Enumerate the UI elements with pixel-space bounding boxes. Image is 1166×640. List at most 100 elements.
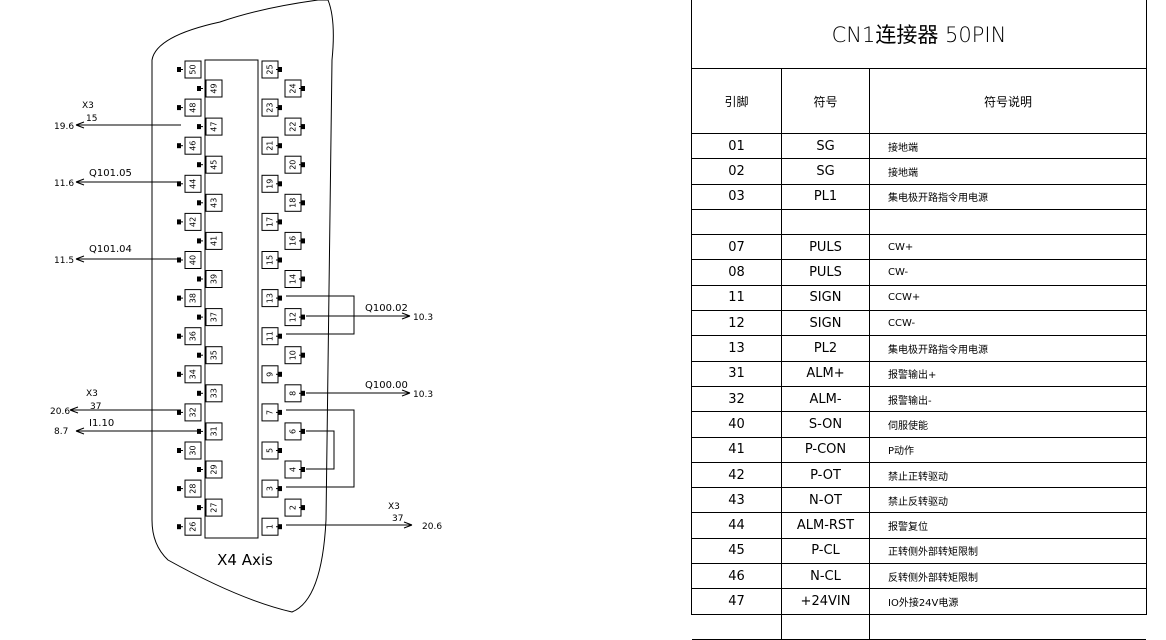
- pin-right-4: 17: [261, 212, 279, 231]
- row-symbol: +24VIN: [781, 588, 870, 615]
- connector-body: [204, 59, 259, 539]
- pin-left-0-label: 50: [189, 64, 198, 74]
- row-symbol: ALM-: [781, 386, 870, 413]
- pin-left-5-label: 40: [189, 255, 198, 265]
- row-pin: 32: [692, 386, 782, 413]
- pin-right-inner-0-label: 24: [289, 83, 298, 93]
- row-description: 接地端: [869, 158, 1146, 185]
- row-pin: 08: [692, 259, 782, 286]
- row-description: 正转侧外部转矩限制: [869, 538, 1146, 565]
- pin-left-inner-3: 43: [205, 193, 223, 212]
- pin-left-9: 32: [184, 403, 202, 422]
- pin-left-10-label: 30: [189, 445, 198, 455]
- row-symbol: N-OT: [781, 487, 870, 514]
- pin-right-12-label: 1: [266, 524, 275, 529]
- pin-right-4-label: 17: [266, 217, 275, 227]
- pin-left-7-label: 36: [189, 331, 198, 341]
- row-pin: 02: [692, 158, 782, 185]
- pin-right-11: 3: [261, 479, 279, 498]
- wire-x3-37-left-name: X3: [86, 389, 98, 399]
- connector-shell: [151, 0, 334, 613]
- row-description: [869, 614, 1146, 640]
- pin-left-inner-2: 45: [205, 155, 223, 174]
- pin-right-6-label: 13: [266, 293, 275, 303]
- pin-left-inner-5-label: 39: [210, 274, 219, 284]
- pin-left-6: 38: [184, 289, 202, 308]
- wire-q101-05-name: Q101.05: [89, 168, 132, 179]
- pin-right-inner-10-label: 4: [289, 467, 298, 472]
- pin-left-1-label: 48: [189, 103, 198, 113]
- pin-left-11-label: 28: [189, 484, 198, 494]
- wire-x3-37-right-name: X3: [388, 502, 400, 512]
- pin-left-inner-8: 33: [205, 384, 223, 403]
- wire-q101-05-ref: 11.6: [54, 179, 74, 189]
- wire-x3-15-name: X3: [82, 101, 94, 111]
- row-pin: 11: [692, 285, 782, 312]
- wire-q100-00-ref: 10.3: [413, 390, 433, 400]
- pin-right-inner-7-label: 10: [289, 350, 298, 360]
- pin-right-inner-2-label: 20: [289, 160, 298, 170]
- pin-right-inner-6-label: 12: [289, 312, 298, 322]
- table-row: [692, 614, 1146, 640]
- wire-x3-37-left-ref: 20.6: [50, 407, 70, 417]
- pin-right-8: 9: [261, 365, 279, 384]
- row-pin: 42: [692, 462, 782, 489]
- row-pin: 41: [692, 437, 782, 463]
- pin-left-inner-4: 41: [205, 231, 223, 250]
- pin-left-5: 40: [184, 251, 202, 269]
- pin-right-inner-8: 8: [284, 384, 302, 403]
- row-pin: 46: [692, 563, 782, 590]
- pin-table-header-row: 引脚 符号 符号说明: [692, 69, 1146, 134]
- wire-q101-05: Q101.05 11.6: [54, 168, 181, 189]
- row-symbol: P-CON: [781, 437, 870, 463]
- row-symbol: PULS: [781, 259, 870, 286]
- pin-right-inner-0: 24: [284, 79, 302, 98]
- row-description: 集电极开路指令用电源: [869, 335, 1146, 362]
- row-pin: [692, 614, 782, 640]
- pin-right-inner-7: 10: [284, 346, 302, 365]
- wire-q101-04-ref: 11.5: [54, 256, 74, 266]
- pin-left-inner-6-label: 37: [210, 312, 219, 322]
- connector-label: X4 Axis: [217, 551, 273, 569]
- row-description: CCW+: [869, 285, 1146, 312]
- wire-i1-10: I1.10 8.7: [54, 418, 201, 437]
- row-description: 报警复位: [869, 512, 1146, 539]
- wire-x3-15-ref: 19.6: [54, 122, 74, 132]
- wire-x3-37-right: X3 37 20.6: [286, 502, 442, 532]
- pin-left-inner-10: 29: [205, 460, 223, 479]
- row-description: 报警输出-: [869, 386, 1146, 413]
- pin-left-inner-7-label: 35: [210, 350, 219, 360]
- row-symbol: [781, 614, 870, 640]
- pin-right-2-label: 21: [266, 141, 275, 151]
- pin-left-0: 50: [184, 60, 202, 79]
- row-pin: 13: [692, 335, 782, 362]
- pin-right-inner-2: 20: [284, 155, 302, 174]
- pin-right-inner-5-label: 14: [289, 274, 298, 284]
- wire-x3-37-left: X3 37 20.6: [50, 389, 181, 417]
- row-description: 禁止反转驱动: [869, 487, 1146, 514]
- wire-q101-04-name: Q101.04: [89, 244, 132, 255]
- pin-right-5: 15: [261, 251, 279, 269]
- pin-right-inner-3: 18: [284, 193, 302, 212]
- row-pin: 47: [692, 588, 782, 615]
- row-symbol: PULS: [781, 234, 870, 261]
- pin-left-11: 28: [184, 479, 202, 498]
- pin-right-9: 7: [261, 403, 279, 422]
- wire-x3-37-left-num: 37: [90, 402, 101, 412]
- wire-pin7-loop: [286, 409, 355, 488]
- pin-left-inner-8-label: 33: [210, 388, 219, 398]
- pin-right-1: 23: [261, 98, 279, 117]
